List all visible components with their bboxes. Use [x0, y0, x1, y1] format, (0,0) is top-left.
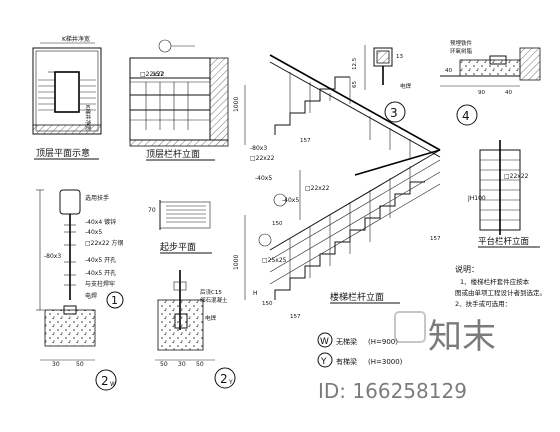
sec3-dim-3: 电焊	[400, 82, 412, 90]
top-plan-note-side: K梯井净宽	[84, 105, 92, 131]
landing-title: 平台栏杆立面	[478, 236, 530, 247]
detail1-dim-1: -40x5	[85, 229, 102, 236]
detail2y-label: 2	[220, 372, 228, 386]
top-rail-title: 顶层栏杆立面	[146, 148, 200, 160]
start-plan-title: 起步平面	[160, 242, 196, 253]
detail-2y: 后浇C15 细石混凝土 电焊 50 30 50 2 Y	[155, 270, 236, 389]
sec4-number: 4	[462, 109, 470, 123]
main-dim-5: -40x5	[282, 197, 299, 204]
detail2w-dim-0: 30	[52, 361, 60, 368]
detail2y-sub: Y	[228, 379, 233, 386]
detail1-dim-0: -40x4 镀锌	[85, 218, 116, 226]
main-circle-3: 3	[390, 106, 398, 120]
notes-block: 说明： 1、楼梯栏杆套件应按本 图或由单项工程设计者到选定。 2、扶手或可选用：	[455, 264, 546, 308]
legend: W 无梯梁 (H=900) Y 有梯梁 (H=3000)	[317, 332, 403, 368]
main-dim-9: 157	[430, 236, 441, 242]
main-dim-8: 150	[272, 221, 283, 227]
sec3-dim-2: 13	[396, 54, 403, 60]
section-4: 预埋铁件 环氧树脂 40 90 40 4	[440, 39, 541, 126]
watermark-id: ID: 166258129	[318, 379, 467, 403]
sec4-dim-1: 90	[478, 90, 485, 96]
sec3-dim-0: 12.5	[352, 57, 358, 70]
legend-y-extra: (H=3000)	[368, 358, 403, 366]
landing-rail-elevation: □22x22 JH100 平台栏杆立面	[467, 140, 540, 248]
sec4-dim-0: 40	[445, 68, 452, 74]
main-dim-11: 150	[262, 301, 273, 307]
detail2y-dim-2: 50	[196, 361, 204, 368]
main-elev-title: 楼梯栏杆立面	[330, 291, 384, 303]
detail1-dim-7: 电焊	[85, 292, 97, 300]
detail1-label-top: 选用扶手	[85, 194, 109, 202]
main-dim-12: H	[253, 290, 258, 297]
detail2w-label: 2	[101, 374, 109, 388]
section-3: 12.5 65 13 电焊	[352, 45, 412, 90]
sec4-note-0: 预埋铁件	[450, 39, 473, 47]
sec3-dim-1: 65	[352, 81, 358, 88]
main-stair-elevation: 1000 -80x3 □22x22 -40x5 □22x22 -40x5 □25…	[233, 54, 441, 320]
legend-w-text: 无梯梁	[336, 337, 357, 346]
main-dim-10: 157	[290, 314, 301, 320]
detail2w-dim-1: 50	[76, 361, 84, 368]
start-step-plan: 70 起步平面	[148, 200, 212, 254]
main-dim-6: □25x25	[262, 257, 287, 264]
top-plan-note-top: K梯井净宽	[62, 35, 90, 43]
top-rail-dim-1: □22x22	[140, 71, 165, 78]
watermark: 知末 ID: 166258129	[318, 311, 496, 403]
start-plan-dim: 70	[148, 207, 156, 214]
main-dim-2: □22x22	[250, 155, 275, 162]
main-dim-13: 157	[300, 138, 311, 144]
notes-line-2: 图或由单项工程设计者到选定。	[455, 288, 546, 297]
legend-w-extra: (H=900)	[368, 338, 398, 346]
top-rail-elevation: □22x22 157 顶层栏杆立面	[129, 39, 229, 161]
detail1-dim-2: □22x22 方钢	[85, 239, 123, 247]
detail2y-note-0: 后浇C15	[200, 288, 222, 296]
top-rail-dim-2: 157	[152, 71, 164, 78]
detail-1: 选用扶手 -40x4 镀锌 -40x5 □22x22 方钢 -80x3 -40x…	[36, 189, 124, 391]
detail2y-note-1: 细石混凝土	[200, 296, 228, 304]
detail2y-dim-1: 30	[178, 361, 186, 368]
detail1-dim-4: -40x5 开孔	[85, 256, 116, 264]
main-dim-1: -80x3	[250, 145, 267, 152]
notes-line-1: 1、楼梯栏杆套件应按本	[460, 277, 530, 286]
main-dim-0: 1000	[233, 97, 240, 112]
detail2w-sub: W	[110, 381, 116, 388]
detail2y-note-2: 电焊	[205, 314, 217, 322]
landing-dim-0: □22x22	[504, 173, 529, 180]
sec4-note-1: 环氧树脂	[450, 47, 473, 55]
detail1-dim-3: -80x3	[44, 253, 61, 260]
top-floor-plan: K梯井净宽 K梯井净宽 顶层平面示意	[32, 35, 102, 160]
sec4-dim-2: 40	[505, 90, 512, 96]
main-dim-7: 1000	[233, 255, 240, 270]
legend-y-text: 有梯梁	[336, 357, 357, 366]
legend-w-symbol: W	[320, 337, 329, 347]
top-plan-title: 顶层平面示意	[36, 147, 90, 159]
detail1-dim-5: -40x5 开孔	[85, 269, 116, 277]
main-dim-4: □22x22	[305, 185, 330, 192]
detail1-number: 1	[111, 294, 118, 307]
landing-dim-1: JH100	[467, 195, 486, 202]
watermark-brand: 知末	[428, 317, 496, 357]
notes-line-3: 2、扶手或可选用：	[455, 299, 511, 308]
legend-y-symbol: Y	[320, 357, 327, 367]
main-dim-3: -40x5	[255, 175, 272, 182]
detail1-dim-6: 与支柱焊牢	[85, 280, 115, 288]
detail2y-dim-0: 50	[160, 361, 168, 368]
notes-heading: 说明：	[455, 264, 479, 274]
